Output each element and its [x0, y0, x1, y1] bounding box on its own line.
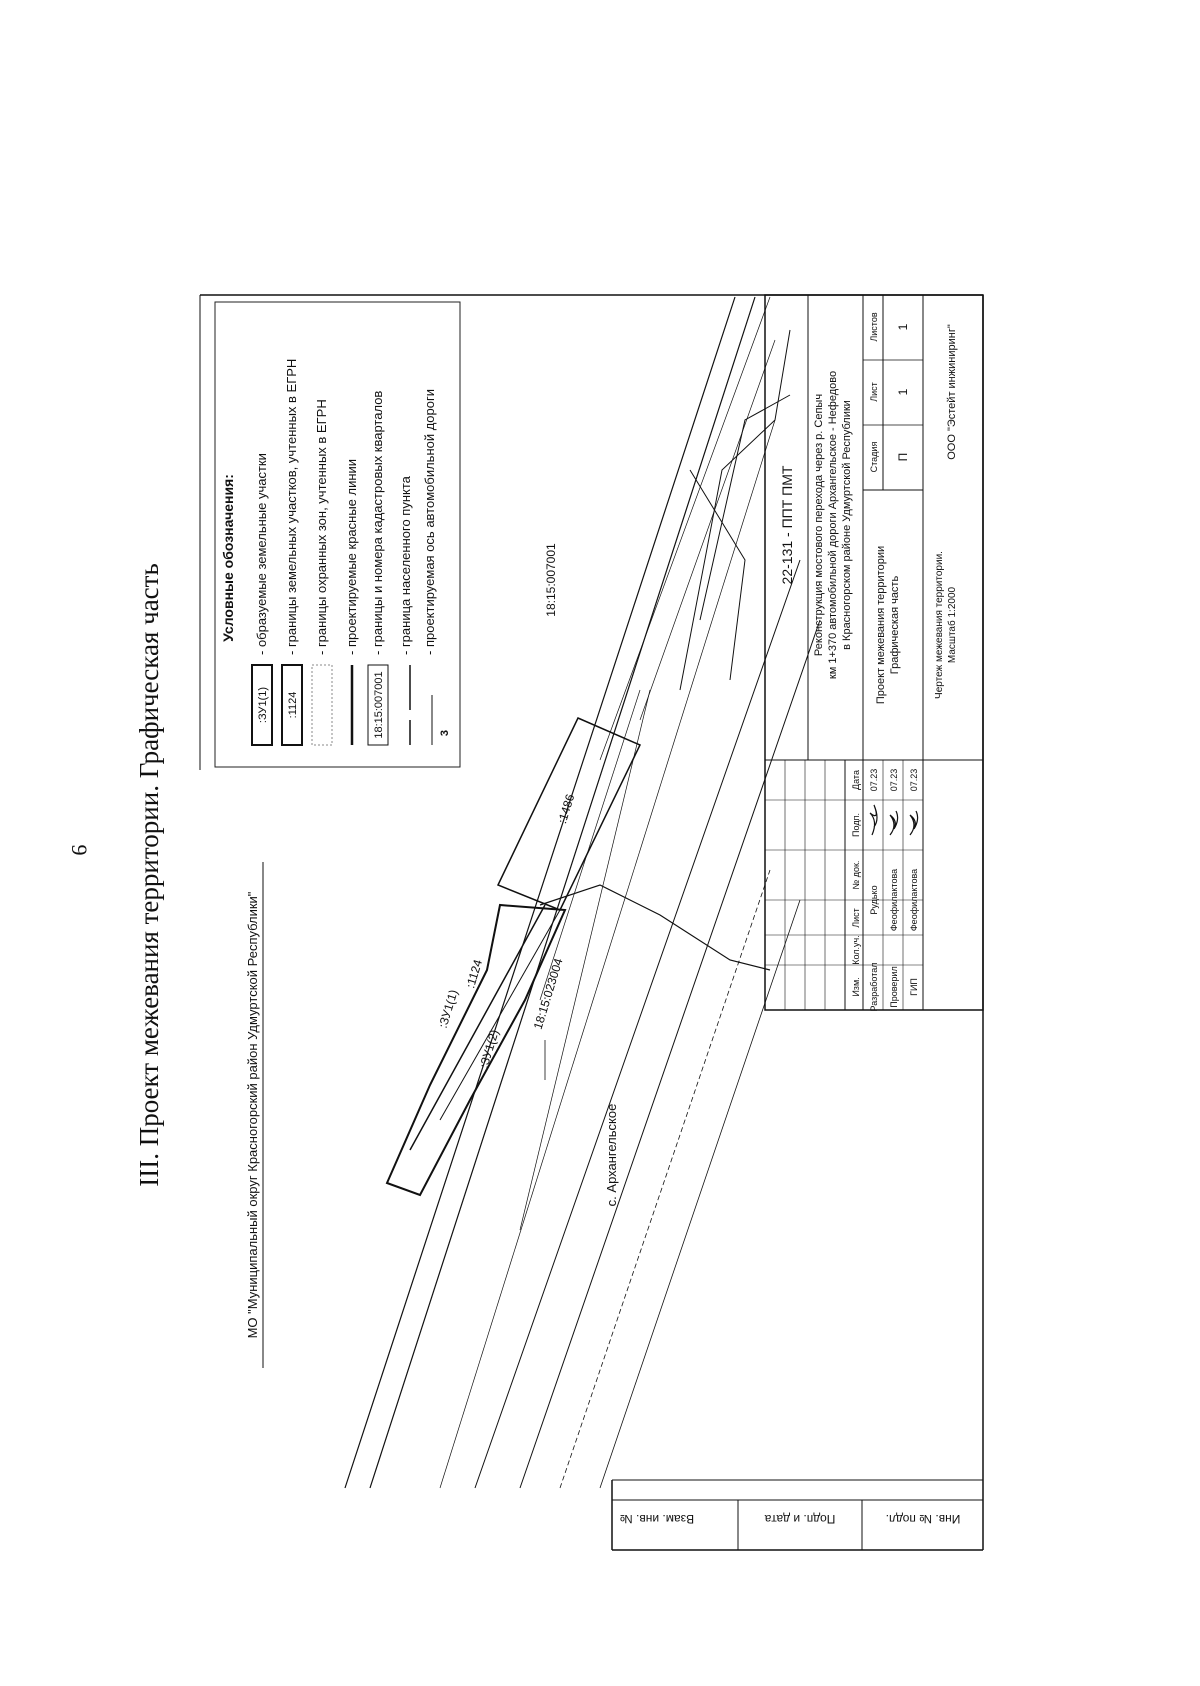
legend-title: Условные обозначения:: [220, 474, 236, 642]
legend-item-text: - границы охранных зон, учтенных в ЕГРН: [314, 399, 329, 655]
map-label-zu1-1: :ЗУ1(1): [436, 988, 461, 1030]
role-date: 07.23: [909, 769, 919, 792]
role-name: Феофилактова: [889, 869, 899, 931]
stage-header: Стадия: [869, 442, 879, 473]
role-date: 07.23: [889, 769, 899, 792]
stage-value: 1: [896, 323, 910, 330]
role-date: 07.23: [869, 769, 879, 792]
company-name: ООО "Эстейт инжиниринг": [946, 324, 958, 460]
map-label-quarter-007001: 18:15:007001: [544, 543, 558, 617]
stamp-podp: Подп. и дата: [764, 1512, 835, 1526]
legend-symbol-zu: :ЗУ1(1): [257, 687, 269, 723]
legend-item-text: - проектируемая ось автомобильной дороги: [422, 389, 437, 655]
map-label-parcel-1124: :1124: [463, 958, 485, 990]
role-label: ГИП: [909, 978, 919, 996]
page-heading: III. Проект межевания территории. Графич…: [134, 563, 164, 1187]
stage-header: Листов: [869, 312, 879, 341]
col-header: Дата: [851, 770, 861, 790]
map-label-settlement: с. Архангельское: [604, 1104, 619, 1207]
section-title-line: Графическая часть: [889, 576, 901, 675]
legend-symbol-quarter: 18:15:007001: [373, 671, 385, 738]
legend-symbol-box-parcel: [281, 664, 303, 746]
role-label: Разработал: [869, 963, 879, 1012]
legend-symbol-box-quarter: [367, 664, 389, 746]
legend-item-text: - границы земельных участков, учтенных в…: [284, 359, 299, 655]
col-header: Подп.: [851, 813, 861, 837]
doc-code: 22-131 - ППТ ПМТ: [779, 465, 795, 584]
col-header: Изм.: [851, 977, 861, 996]
legend-item-text: - образуемые земельные участки: [254, 453, 269, 655]
legend-symbol-box-zu: [251, 664, 273, 746]
section-title-line: Проект межевания территории: [875, 546, 887, 704]
col-header: Лист: [851, 908, 861, 928]
legend-item-text: - проектируемые красные линии: [344, 459, 359, 655]
page-number: 9: [67, 845, 92, 856]
project-title-line: Реконструкция мостового перехода через р…: [813, 394, 825, 656]
signature-mark: [909, 810, 919, 836]
legend-symbol-axis-label: 3: [439, 730, 451, 736]
stage-value: 1: [896, 388, 910, 395]
map-label-parcel-1486: :1486: [555, 792, 577, 825]
drawing-title-line: Масштаб 1:2000: [946, 586, 958, 663]
drawing-title-line: Чертеж межевания территории.: [934, 551, 945, 699]
municipality-label: МО "Муниципальный округ Красногорский ра…: [245, 891, 260, 1338]
col-header: Кол.уч.: [851, 935, 861, 965]
stage-value: П: [896, 453, 910, 462]
signature-mark: [869, 804, 878, 836]
stamp-vzam: Взам. инв. №: [620, 1512, 694, 1526]
project-title-line: км 1+370 автомобильной дороги Архангельс…: [827, 371, 839, 679]
role-name: Феофилактова: [909, 869, 919, 931]
legend-symbol-protect-zone: [311, 664, 333, 746]
legend-symbol-parcel: :1124: [287, 692, 299, 719]
project-title-line: в Красногорском районе Удмуртской Респуб…: [841, 400, 853, 650]
signature-mark: [889, 810, 899, 836]
role-label: Проверил: [889, 966, 899, 1007]
map-label-quarter-023004: 18:15:023004: [531, 956, 566, 1031]
role-name: Рудько: [869, 885, 879, 914]
legend-item-text: - граница населенного пункта: [398, 475, 413, 655]
col-header: № док.: [851, 861, 861, 890]
legend-item-text: - границы и номера кадастровых кварталов: [370, 391, 385, 655]
side-stamp: Взам. инв. № Подп. и дата Инв. № подл.: [612, 1479, 983, 1550]
stage-header: Лист: [869, 382, 879, 402]
map-lines: [344, 296, 821, 1489]
legend: Условные обозначения: :ЗУ1(1) :1124 18:1…: [214, 301, 461, 768]
stamp-inv: Инв. № подл.: [886, 1512, 961, 1526]
title-block: 22-131 - ППТ ПМТ Реконструкция мостового…: [764, 294, 984, 1012]
